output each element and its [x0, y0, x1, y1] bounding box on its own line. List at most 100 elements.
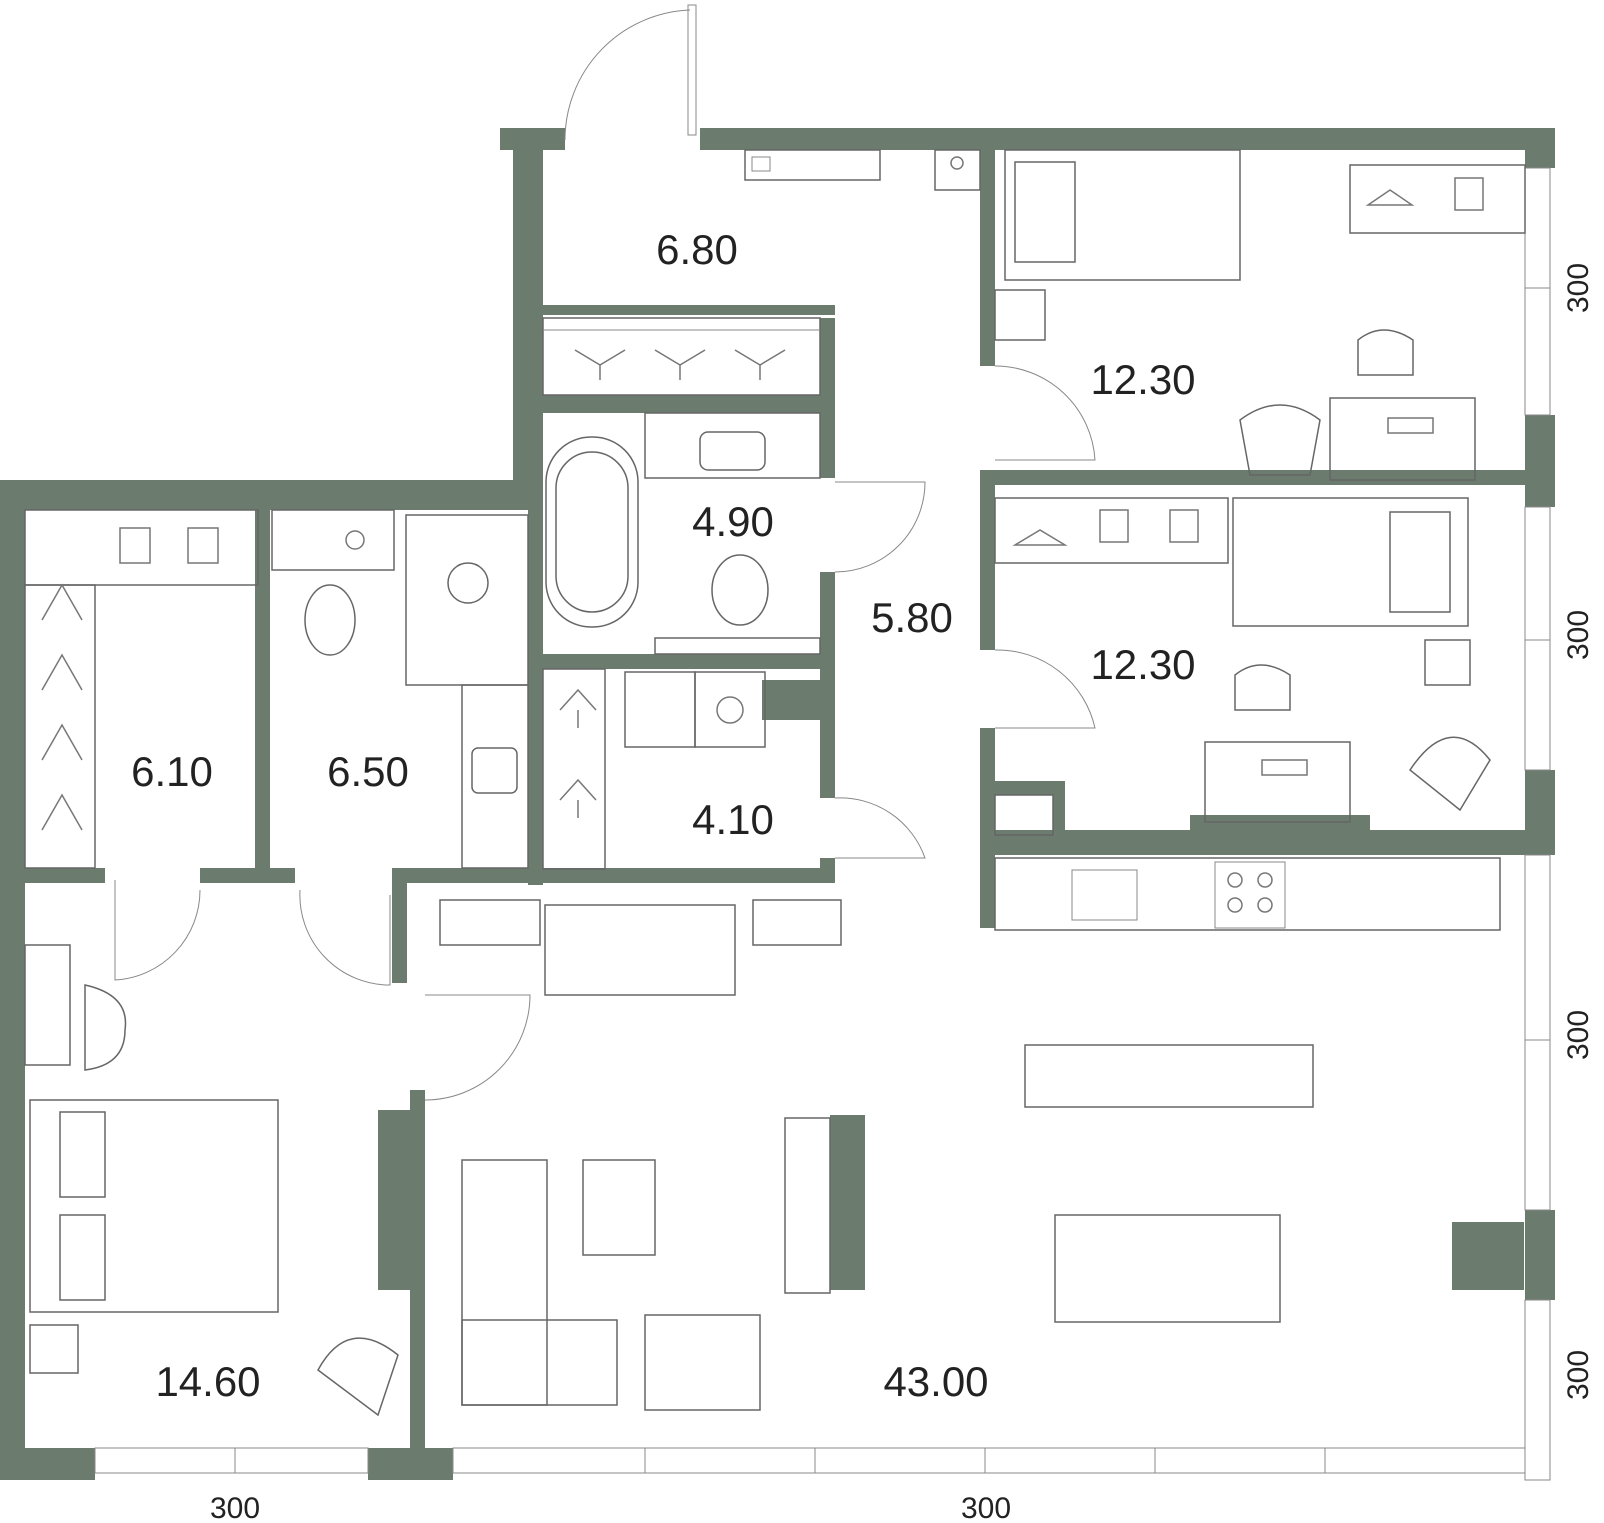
hanger-icon — [41, 723, 83, 761]
wall-master-pillar — [378, 1110, 410, 1290]
living-armchair — [644, 1314, 761, 1411]
wall-closet-top — [543, 305, 835, 315]
bath-vanity — [644, 412, 821, 479]
coffee-table — [582, 1159, 656, 1256]
bed2-closet — [994, 794, 1054, 836]
keyboard-icon — [1261, 759, 1308, 776]
master-armchair — [317, 1337, 399, 1417]
area-wardrobe: 6.10 — [131, 748, 213, 795]
sofa-corner-seat — [461, 1319, 618, 1406]
wc-door — [299, 889, 391, 986]
hanger-icon — [559, 778, 597, 818]
wall-east-top — [1525, 128, 1555, 168]
wall-bath-bottom — [543, 654, 835, 669]
wall-east-c — [1525, 1210, 1555, 1300]
toilet-icon — [304, 584, 356, 656]
dim-bottom-center: 300 — [961, 1492, 1011, 1523]
hanger-icon — [574, 349, 626, 380]
kitchen-counter — [994, 857, 1501, 931]
wall-top — [700, 128, 1555, 150]
hanger-icon — [41, 793, 83, 831]
vanity-stool — [84, 984, 127, 1071]
hanger-icon — [559, 688, 597, 728]
vent-icon — [345, 530, 365, 550]
radiator-right — [752, 899, 842, 946]
bed2 — [1232, 497, 1469, 627]
hall-console — [744, 149, 881, 181]
wall-master-east — [410, 1090, 425, 1480]
shower-tray — [405, 514, 529, 686]
bed1-pillow — [1014, 161, 1076, 263]
master-pillow-1 — [59, 1111, 106, 1198]
dim-right-3: 300 — [1562, 1010, 1595, 1060]
washing-machine — [694, 671, 766, 748]
tv-stand — [784, 1117, 831, 1294]
bed2-desk — [1204, 741, 1351, 823]
shirt-icon — [1454, 177, 1484, 211]
master-pillow-2 — [59, 1214, 106, 1301]
shower-vanity — [461, 684, 529, 869]
sofa-corner-back — [461, 1159, 548, 1406]
master-door — [424, 994, 531, 1101]
entry-door-swing — [564, 9, 691, 141]
wall-step — [0, 480, 543, 510]
area-laundry: 4.10 — [692, 796, 774, 843]
shower-shaft — [271, 509, 395, 571]
dim-right-1: 300 — [1562, 263, 1595, 313]
wardrobe-side-rack — [24, 584, 96, 869]
area-bath: 4.90 — [692, 498, 774, 545]
wall-wardrobe-s-a — [25, 868, 105, 883]
bed1-chair — [1357, 329, 1414, 376]
wall-bed2-west-a — [980, 470, 995, 650]
bathtub — [545, 436, 639, 628]
windows — [94, 167, 1551, 1481]
bed1 — [1004, 149, 1241, 281]
wall-shaft — [762, 680, 822, 720]
bed2-armchair — [1408, 736, 1491, 812]
wall-bath-top — [543, 395, 835, 413]
wall-bed1-west — [980, 128, 995, 366]
master-bed — [29, 1099, 279, 1313]
window-living-se — [1524, 1299, 1551, 1481]
window-master — [94, 1447, 369, 1474]
area-hall: 6.80 — [656, 226, 738, 273]
wall-bed-divider — [980, 470, 1555, 485]
wall-laundry-bottom — [392, 868, 835, 883]
wardrobe-door — [114, 880, 201, 981]
burner-icon — [1257, 897, 1273, 913]
area-living: 43.00 — [883, 1358, 988, 1405]
radiator-left — [439, 899, 541, 946]
bed2-pillow — [1389, 511, 1451, 613]
sofa-small — [544, 904, 736, 996]
wall-bed2-west-b — [980, 728, 995, 928]
wall-closet — [980, 781, 1065, 795]
wall-west — [0, 480, 25, 1480]
master-nightstand — [29, 1324, 79, 1374]
laundry-door — [834, 797, 926, 859]
shirt-icon — [119, 527, 151, 564]
doors — [114, 4, 1096, 1101]
hall-shaft — [934, 149, 981, 191]
burner-icon — [1257, 872, 1273, 888]
laundry-closet — [542, 668, 606, 870]
wall-closet-side — [1053, 781, 1065, 841]
kitchen-island — [1024, 1044, 1314, 1108]
dimensions: 300 300 300 300 300 300 — [210, 263, 1595, 1523]
bed2-nightstand — [1424, 639, 1471, 686]
sink-icon — [471, 747, 518, 794]
dim-right-4: 300 — [1562, 1350, 1595, 1400]
shirt-icon — [1099, 509, 1129, 543]
dining-table — [1054, 1214, 1281, 1323]
wall-corr-c — [820, 648, 835, 798]
bath-door — [834, 481, 926, 573]
wall-corr-b — [820, 572, 835, 652]
window-bed1 — [1524, 167, 1551, 416]
hanger-icon — [1365, 189, 1415, 206]
area-labels: 6.80 4.90 5.80 4.10 12.30 12.30 6.10 6.5… — [131, 226, 1195, 1405]
burner-icon — [1227, 872, 1243, 888]
walls — [0, 128, 1555, 1480]
wall-east-a — [1525, 415, 1555, 507]
column-living — [830, 1115, 865, 1290]
vanity-table — [24, 944, 71, 1066]
